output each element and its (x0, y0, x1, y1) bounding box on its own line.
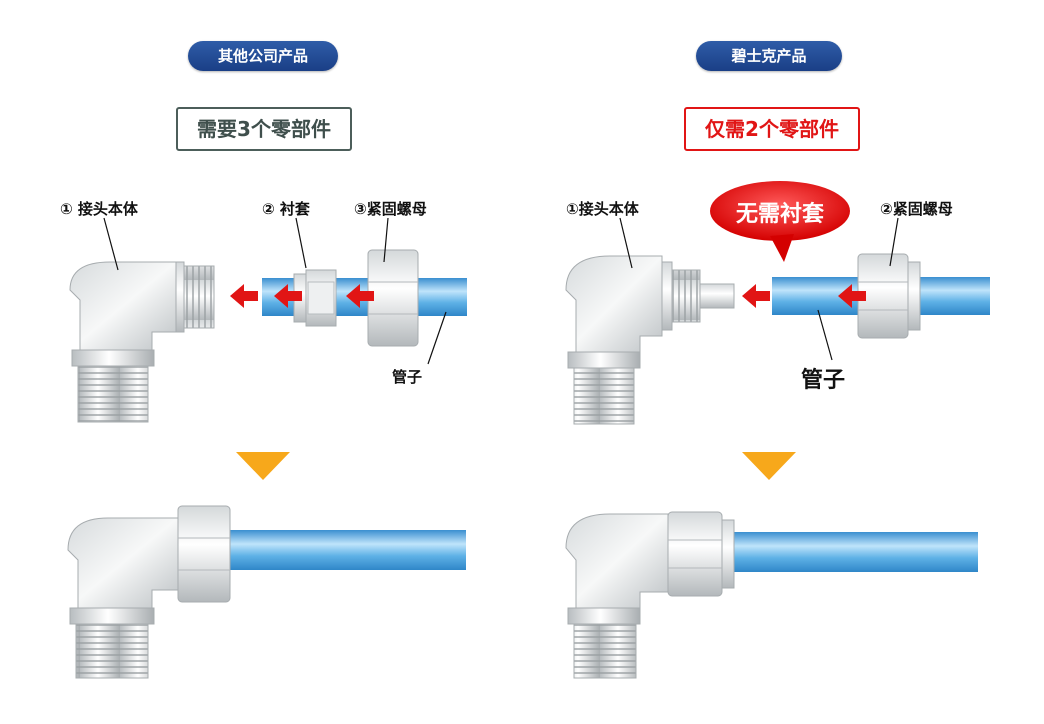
left-top-assembly (69, 217, 467, 423)
right-label-tube: 管子 (801, 368, 846, 393)
left-label-sleeve: ② 衬套 (262, 200, 310, 218)
right-headline: 仅需2个零部件 (684, 107, 860, 151)
left-header-badge: 其他公司产品 (188, 41, 338, 71)
left-label-nut: ③紧固螺母 (354, 200, 427, 218)
right-label-body: ①接头本体 (566, 200, 639, 218)
left-label-tube: 管子 (392, 368, 423, 386)
left-down-arrow (236, 452, 290, 480)
right-down-arrow (742, 452, 796, 480)
right-header-badge: 碧士克产品 (696, 41, 842, 71)
left-headline: 需要3个零部件 (176, 107, 352, 151)
no-sleeve-bubble (710, 181, 850, 241)
right-bottom-assembly (565, 511, 978, 679)
left-label-body: ① 接头本体 (60, 200, 138, 218)
left-bottom-assembly (67, 505, 466, 679)
no-sleeve-bubble-text: 无需衬套 (736, 202, 825, 227)
right-label-nut: ②紧固螺母 (880, 200, 953, 218)
right-top-assembly (565, 181, 990, 425)
